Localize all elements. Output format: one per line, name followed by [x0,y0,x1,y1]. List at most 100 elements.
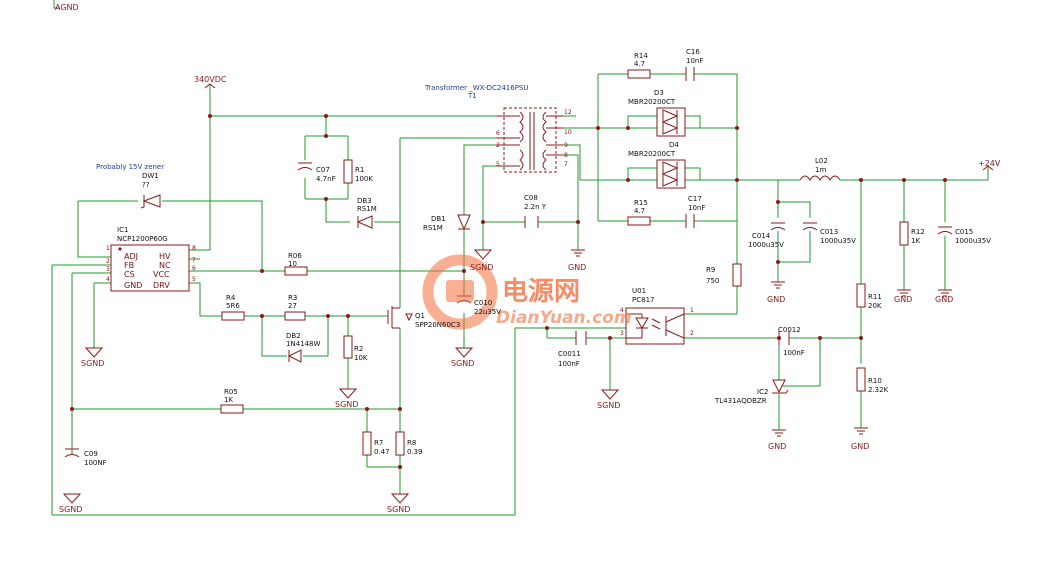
c07-value: 4.7nF [316,175,336,183]
ic1-pin-1: 1 [106,245,110,252]
r7-value: 0.47 [374,448,390,456]
net-sgnd: SGND [59,505,82,514]
notes: Probably 15V zener Transformer _WX-DC241… [96,84,529,171]
sgnd-symbol [390,493,410,504]
r12-value: 1K [911,237,920,245]
q1-value: SPP20N60C3 [415,321,460,329]
db3-ref: DB3 [357,197,372,205]
note-t1: T1 [467,92,477,100]
gnd-symbol [938,289,952,297]
r2-value: 10K [354,354,368,362]
db2-ref: DB2 [286,332,301,340]
net-sgnd: SGND [387,505,410,514]
sgnd-symbol [454,347,474,358]
ic1-pin-vcc: VCC [153,270,170,279]
db1-ref: DB1 [431,215,446,223]
ic1-pin-drv: DRV [153,281,170,290]
diode-db2-symbol [287,349,302,363]
r8-ref: R8 [407,439,416,447]
sgnd-symbol [600,389,620,400]
power-arrow-340v [204,83,216,89]
ic1-ref: IC1 [117,226,128,234]
c014-value: 1000u35V [748,241,784,249]
net-gnd: GND [894,295,912,304]
watermark-en: DianYuan.com [496,308,632,328]
dw1-value: ?? [142,181,150,189]
r15-ref: R15 [634,199,648,207]
gnd-symbol [571,249,585,257]
ic1-pin-cs: CS [124,270,135,279]
diode-d4b-symbol [662,173,679,187]
r9-ref: R9 [706,266,715,274]
ic1-labels: IC1 NCP1200P60G ADJ FB CS GND HV NC VCC … [106,226,196,290]
r05-value: 1K [224,396,233,404]
ic1-pin-3: 3 [106,266,110,273]
ic2-symbol [772,379,786,394]
net-sgnd: SGND [335,400,358,409]
ic2-ref: IC2 [757,388,768,396]
d4-ref: D4 [669,141,679,149]
ic1-pin-5: 5 [192,276,196,283]
r4-value: 5R6 [226,302,240,310]
ground-symbols [62,83,994,504]
gnd-symbol [897,289,911,297]
net-gnd: GND [768,442,786,451]
u01-pin-1: 1 [690,307,694,314]
diode-d3a-symbol [662,109,679,123]
watermark-cn: 电源网 [502,277,580,307]
net-24v: +24V [978,159,1001,168]
u01-body [625,307,685,345]
db3-value: RS1M [357,205,377,213]
c08-value: 2.2n Y [524,203,547,211]
r06-value: 10 [288,260,297,268]
r4-ref: R4 [226,294,236,302]
ic1-pin-fb: FB [124,261,134,270]
inductor-l02-symbol [799,175,841,181]
watermark-logo-icon [422,254,498,330]
ic1-pin-8: 8 [192,245,196,252]
net-sgnd: SGND [470,263,493,272]
l02-ref: L02 [815,157,828,165]
r05-ref: R05 [224,388,238,396]
gnd-symbol [854,427,868,435]
ic2-part: TL431AQDBZR [714,397,767,405]
net-agnd: AGND [55,3,79,12]
net-gnd: GND [568,263,586,272]
c010-ref: C010 [474,299,492,307]
db2-value: 1N4148W [286,340,321,348]
c0012-value: 100nF [783,349,805,357]
db1-value: RS1M [423,224,443,232]
power-arrow-24v [982,165,994,171]
tx-pin-9: 9 [564,142,568,149]
r7-ref: R7 [374,439,383,447]
sgnd-symbol [84,347,104,358]
sgnd-symbol [62,493,82,504]
net-labels: AGND 340VDC +24V SGND SGND SGND SGND SGN… [55,3,1001,514]
zener-dw1-symbol [142,194,161,208]
r8-value: 0.39 [407,448,423,456]
q1-ref: Q1 [415,312,425,320]
ic1-pin-nc: NC [159,261,171,270]
net-gnd: GND [851,442,869,451]
note-transformer: Transformer _WX-DC2416PSU [424,84,529,92]
ic2-labels: IC2 TL431AQDBZR [714,388,768,405]
c09-value: 100NF [84,459,107,467]
tx-pin-7: 7 [564,161,568,168]
d3-value: MBR20200CT [628,98,676,106]
ic1-pin-2: 2 [106,258,110,265]
c07-ref: C07 [316,166,330,174]
r14-value: 4.7 [634,60,645,68]
components [64,67,953,458]
r11-ref: R11 [868,293,882,301]
r10-value: 2.32K [868,386,889,394]
gnd-symbol [772,429,786,437]
dw1-ref: DW1 [142,172,159,180]
ic1-pin-6: 6 [192,265,196,272]
tx-pin-5: 5 [496,161,500,168]
r15-value: 4.7 [634,207,645,215]
c015-ref: C015 [955,228,973,236]
c015-value: 1000u35V [955,237,991,245]
c17-ref: C17 [688,195,702,203]
component-labels: DW1 ?? C07 4.7nF R1 100K DB3 RS1M DB1 RS… [84,48,991,467]
l02-value: 1m [815,166,826,174]
